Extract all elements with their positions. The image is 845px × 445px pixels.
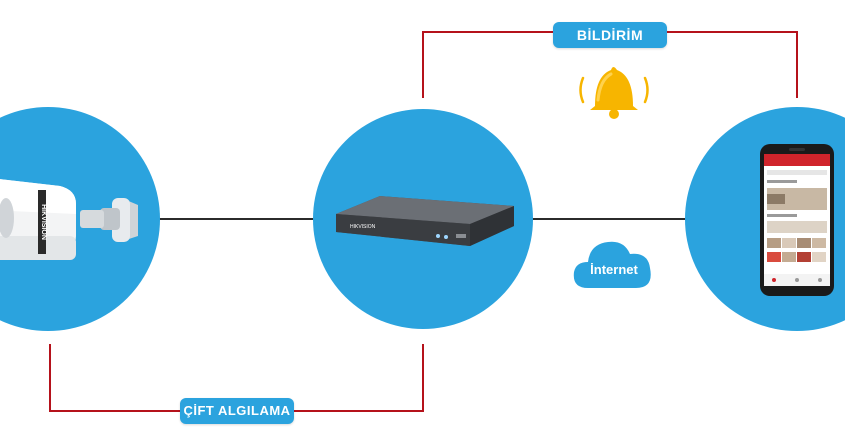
dual-detection-label: ÇİFT ALGILAMA — [180, 398, 294, 424]
camera-brand-label: HIKVISION — [40, 204, 47, 240]
camera-node-circle — [0, 107, 160, 331]
notification-bracket-right — [667, 31, 798, 98]
notification-bracket-left — [422, 31, 553, 98]
dvr-recorder-icon: HIKVISION — [336, 196, 514, 246]
notification-label: BİLDİRİM — [553, 22, 667, 48]
detection-bracket-right — [294, 344, 424, 412]
smartphone-icon — [760, 144, 834, 296]
dvr-brand-label: HIKVISION — [350, 224, 376, 230]
internet-label: İnternet — [590, 262, 638, 277]
detection-bracket-left — [49, 344, 180, 412]
bullet-camera-icon: HIKVISION — [0, 179, 138, 260]
cloud-icon — [573, 241, 651, 288]
bell-icon — [579, 67, 649, 119]
